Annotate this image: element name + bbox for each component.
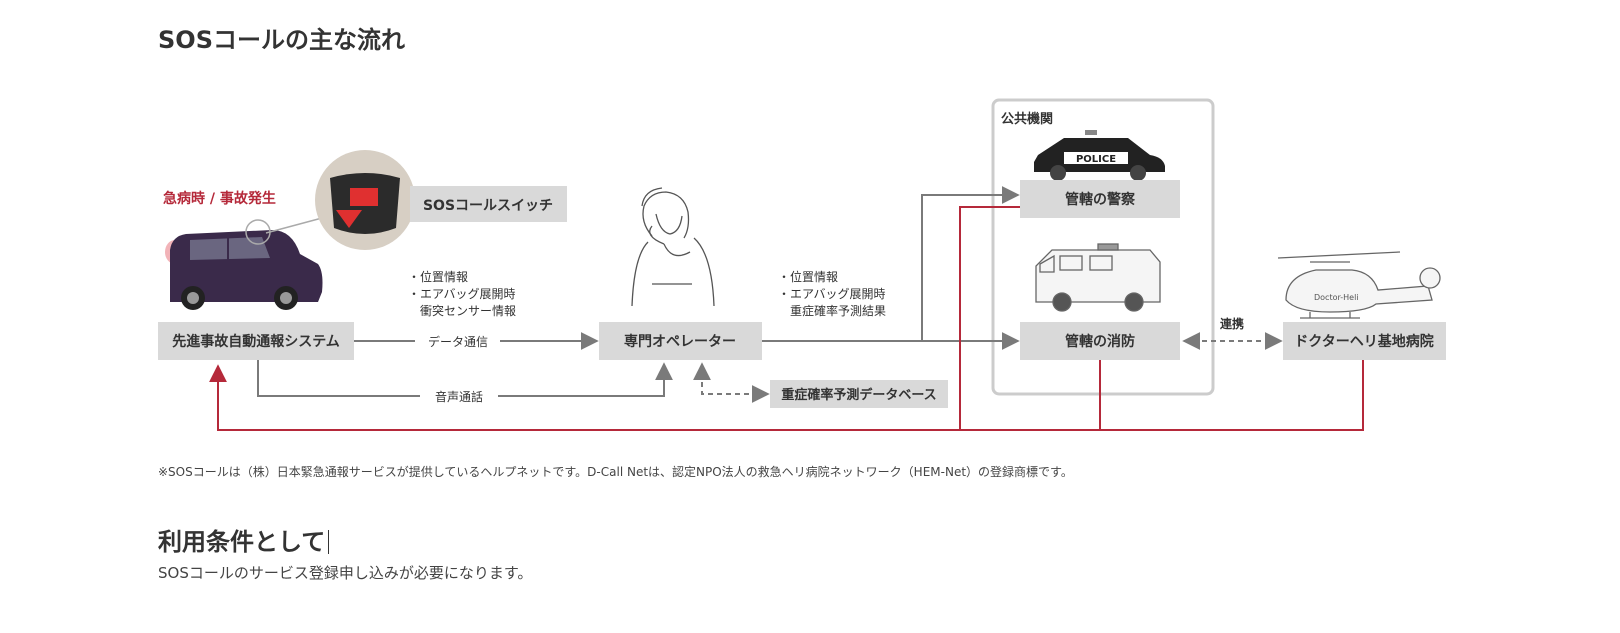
car-icon bbox=[165, 230, 323, 310]
callback-lines bbox=[209, 206, 1364, 431]
police-car-icon: POLICE bbox=[1034, 130, 1165, 181]
emergency-label: 急病時 / 事故発生 bbox=[163, 190, 276, 207]
public-agency-label: 公共機関 bbox=[1001, 111, 1053, 127]
voice-comm-label: 音声通話 bbox=[435, 389, 483, 404]
operator-to-police-arrow bbox=[921, 186, 1020, 341]
database-arrow bbox=[693, 362, 770, 403]
svg-text:・エアバッグ展開時: ・エアバッグ展開時 bbox=[778, 287, 886, 301]
system-box bbox=[158, 322, 354, 360]
text-cursor bbox=[328, 530, 330, 554]
footnote: ※SOSコールは（株）日本緊急通報サービスが提供しているヘルプネットです。D-C… bbox=[158, 465, 1073, 479]
system-label: 先進事故自動通報システム bbox=[172, 333, 340, 350]
svg-text:衝突センサー情報: 衝突センサー情報 bbox=[408, 303, 516, 318]
cooperation-label: 連携 bbox=[1220, 316, 1244, 331]
police-label: 管轄の警察 bbox=[1065, 191, 1136, 208]
svg-text:・位置情報: ・位置情報 bbox=[408, 269, 468, 284]
conditions-text: SOSコールのサービス登録申し込みが必要になります。 bbox=[158, 564, 533, 582]
operator-info-text: ・位置情報 ・エアバッグ展開時 重症確率予測結果 bbox=[778, 269, 886, 318]
sos-flow-diagram: 公共機関 急病時 / 事故発生 SOSコールスイッチ 先進事故自動通報システム … bbox=[158, 98, 1446, 431]
sos-switch-icon bbox=[245, 150, 415, 250]
svg-text:・エアバッグ展開時: ・エアバッグ展開時 bbox=[408, 287, 516, 301]
svg-text:・位置情報: ・位置情報 bbox=[778, 269, 838, 284]
ambulance-icon bbox=[1035, 243, 1161, 312]
data-comm-label: データ通信 bbox=[428, 334, 488, 349]
hospital-box bbox=[1283, 322, 1446, 360]
police-car-text: POLICE bbox=[1076, 154, 1116, 165]
public-agency-frame bbox=[991, 98, 1215, 396]
operator-box bbox=[599, 322, 762, 360]
operator-label: 専門オペレーター bbox=[624, 333, 736, 350]
helicopter-icon: Doctor-Heli bbox=[1277, 251, 1441, 319]
heli-text: Doctor-Heli bbox=[1314, 293, 1359, 302]
hospital-label: ドクターヘリ基地病院 bbox=[1294, 333, 1433, 350]
page-title: SOSコールの主な流れ bbox=[158, 26, 405, 54]
database-box bbox=[770, 380, 948, 408]
police-box bbox=[1020, 180, 1180, 218]
svg-text:重症確率予測結果: 重症確率予測結果 bbox=[778, 303, 886, 318]
operator-icon bbox=[631, 187, 715, 307]
fire-box bbox=[1020, 322, 1180, 360]
fire-label: 管轄の消防 bbox=[1065, 333, 1135, 350]
sos-switch-label-box bbox=[410, 186, 567, 222]
car-info-text: ・位置情報 ・エアバッグ展開時 衝突センサー情報 bbox=[408, 269, 516, 318]
database-label: 重症確率予測データベース bbox=[781, 387, 936, 403]
section-title-conditions: 利用条件として bbox=[158, 522, 330, 557]
sos-switch-label: SOSコールスイッチ bbox=[423, 198, 553, 214]
